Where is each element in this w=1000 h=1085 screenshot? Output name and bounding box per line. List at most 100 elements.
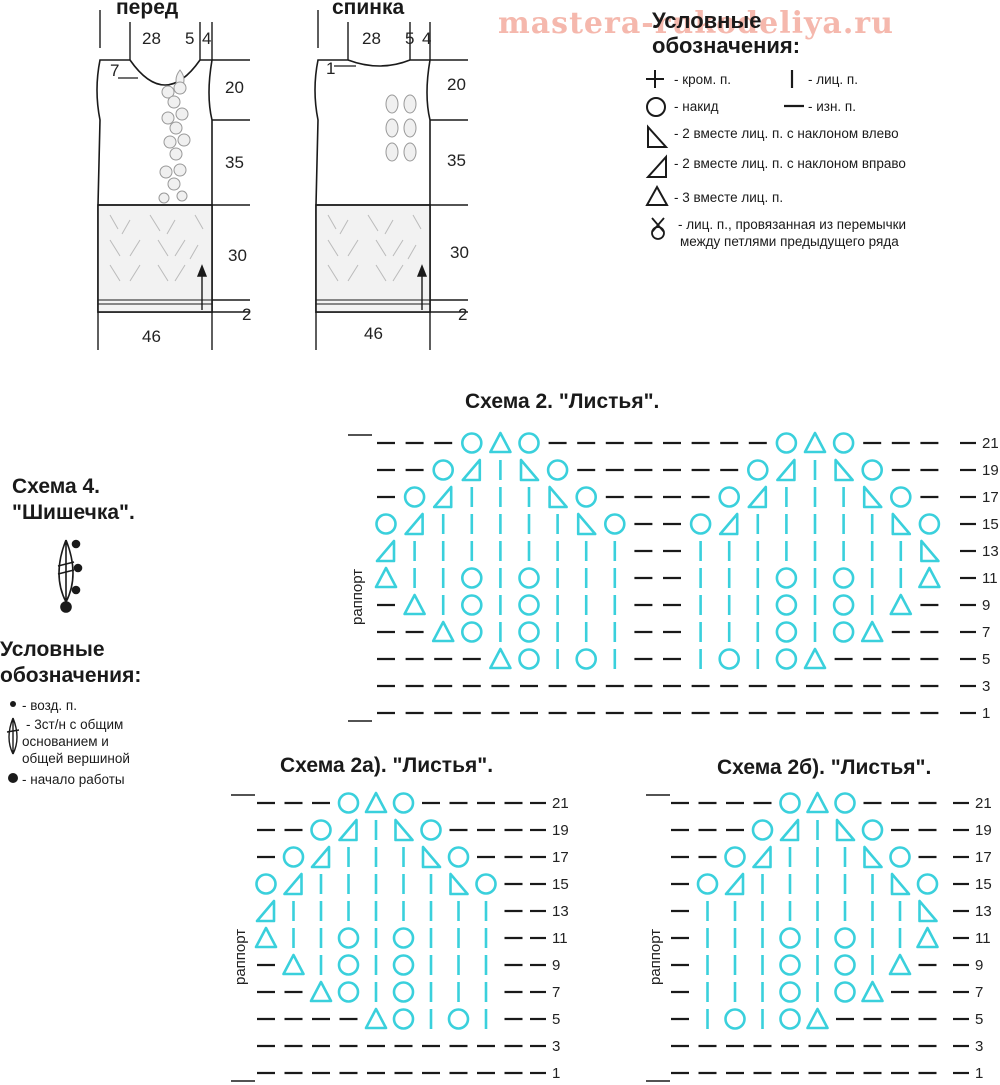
yarn-over-circle bbox=[603, 513, 626, 535]
crochet-legend-line1: Условные bbox=[0, 638, 105, 661]
legend-yarn-over: - накид bbox=[674, 99, 719, 114]
yarn-over-circle bbox=[751, 819, 774, 841]
row-number-label: 13 bbox=[975, 903, 992, 920]
legend-k3tog: - 3 вместе лиц. п. bbox=[674, 190, 784, 205]
row-number-label: 11 bbox=[552, 930, 568, 947]
yarn-over-circle bbox=[889, 846, 911, 868]
k2tog-right-triangle bbox=[375, 539, 396, 563]
yarn-over-circle bbox=[518, 621, 540, 643]
legend-title-line1: Условные bbox=[652, 8, 762, 33]
yarn-over-circle bbox=[779, 1008, 801, 1030]
k2tog-right-triangle bbox=[747, 485, 768, 509]
yarn-over-circle bbox=[832, 621, 855, 643]
yarn-over-circle bbox=[460, 432, 483, 454]
back-title: спинка bbox=[332, 0, 405, 19]
k3tog-triangle bbox=[806, 791, 829, 814]
k3tog-triangle bbox=[489, 431, 512, 454]
yarn-over-circle bbox=[460, 594, 483, 616]
yarn-over-circle bbox=[834, 954, 856, 976]
k3tog-triangle bbox=[888, 953, 912, 976]
legend-twisted-stitch-2: между петлями предыдущего ряда bbox=[680, 234, 899, 249]
yarn-over-circle bbox=[775, 621, 798, 643]
k3tog-triangle bbox=[860, 620, 884, 643]
front-dimension-lines bbox=[97, 10, 250, 350]
k3tog-triangle bbox=[403, 593, 426, 616]
back-dim-skirt: 30 bbox=[450, 243, 469, 262]
k3tog-triangle bbox=[916, 926, 939, 949]
yarn-over-circle bbox=[779, 927, 801, 949]
k2tog-right-triangle bbox=[255, 899, 276, 923]
row-number-label: 3 bbox=[975, 1038, 983, 1055]
row-number-label: 13 bbox=[552, 903, 569, 920]
yarn-over-circle bbox=[420, 819, 442, 841]
yarn-over-circle bbox=[575, 648, 598, 670]
k2tog-left-triangle bbox=[918, 899, 938, 923]
repeat-label: раппорт bbox=[647, 929, 664, 985]
yarn-over-circle bbox=[832, 567, 855, 589]
yarn-over-circle bbox=[475, 873, 497, 895]
k3tog-triangle bbox=[489, 647, 512, 670]
row-number-label: 21 bbox=[982, 435, 999, 452]
yarn-over-circle bbox=[392, 792, 415, 814]
yarn-over-circle bbox=[696, 873, 719, 895]
legend-title: Условные обозначения: bbox=[652, 8, 800, 58]
yarn-over-circle bbox=[447, 1008, 470, 1030]
yarn-over-circle bbox=[724, 1008, 746, 1030]
k2tog-right-triangle bbox=[404, 512, 424, 536]
front-dim-hem: 2 bbox=[242, 305, 251, 324]
row-number-label: 9 bbox=[975, 957, 983, 974]
k3tog-triangle bbox=[431, 620, 455, 643]
k2tog-right-triangle bbox=[752, 845, 772, 869]
legend-twisted-stitch: - лиц. п., провязанная из перемычки bbox=[678, 217, 907, 232]
triangle-right-icon bbox=[645, 154, 667, 178]
small-dot-icon bbox=[10, 701, 16, 707]
yarn-over-circle bbox=[403, 486, 426, 508]
yarn-over-circle bbox=[861, 459, 884, 481]
crochet-legend-line2: обозначения: bbox=[0, 664, 142, 687]
yarn-over-circle bbox=[337, 927, 360, 949]
row-number-label: 21 bbox=[552, 795, 569, 812]
back-dim-yoke: 20 bbox=[447, 75, 466, 94]
knit-charts: 21191715131197531раппорт2119171513119753… bbox=[231, 431, 999, 1082]
legend-k2tog-right: - 2 вместе лиц. п. с наклоном вправо bbox=[674, 156, 906, 171]
yarn-over-circle bbox=[392, 954, 415, 976]
k2tog-right-triangle bbox=[718, 512, 739, 536]
row-number-label: 15 bbox=[982, 516, 999, 533]
yarn-over-circle bbox=[575, 486, 598, 508]
yarn-over-circle bbox=[518, 567, 540, 589]
yarn-over-circle bbox=[832, 432, 855, 454]
k2tog-right-triangle bbox=[310, 845, 331, 869]
yarn-over-circle bbox=[775, 432, 798, 454]
row-number-label: 17 bbox=[552, 849, 569, 866]
front-dim-neck: 28 bbox=[142, 29, 161, 48]
back-dimension-lines bbox=[315, 10, 468, 350]
row-number-label: 5 bbox=[552, 1011, 560, 1028]
legend-purl-stitch: - изн. п. bbox=[808, 99, 856, 114]
yarn-over-circle bbox=[460, 567, 483, 589]
row-number-label: 5 bbox=[975, 1011, 983, 1028]
yarn-over-circle bbox=[255, 873, 277, 895]
yarn-over-circle bbox=[518, 594, 540, 616]
row-number-label: 7 bbox=[982, 624, 990, 641]
back-dim-width: 46 bbox=[364, 324, 383, 343]
yarn-over-circle bbox=[779, 981, 801, 1003]
legend-edge-stitch: - кром. п. bbox=[674, 72, 732, 87]
yarn-over-circle bbox=[518, 432, 540, 454]
row-number-label: 17 bbox=[982, 489, 999, 506]
yarn-over-circle bbox=[834, 792, 856, 814]
yarn-over-circle bbox=[834, 981, 856, 1003]
yarn-over-circle bbox=[546, 459, 569, 481]
k2tog-left-triangle bbox=[519, 458, 540, 482]
crochet-legend-start: - начало работы bbox=[22, 772, 125, 787]
scheme2-title: Схема 2. "Листья". bbox=[465, 390, 660, 413]
yarn-over-circle bbox=[834, 927, 856, 949]
k2tog-right-triangle bbox=[779, 818, 800, 842]
scheme2a-title: Схема 2а). "Листья". bbox=[280, 754, 494, 777]
k3tog-triangle bbox=[364, 791, 388, 814]
k3tog-triangle bbox=[803, 431, 827, 454]
row-number-label: 9 bbox=[552, 957, 560, 974]
k3tog-triangle bbox=[861, 980, 884, 1003]
k3tog-triangle bbox=[889, 593, 913, 616]
front-skirt-texture bbox=[109, 214, 204, 282]
